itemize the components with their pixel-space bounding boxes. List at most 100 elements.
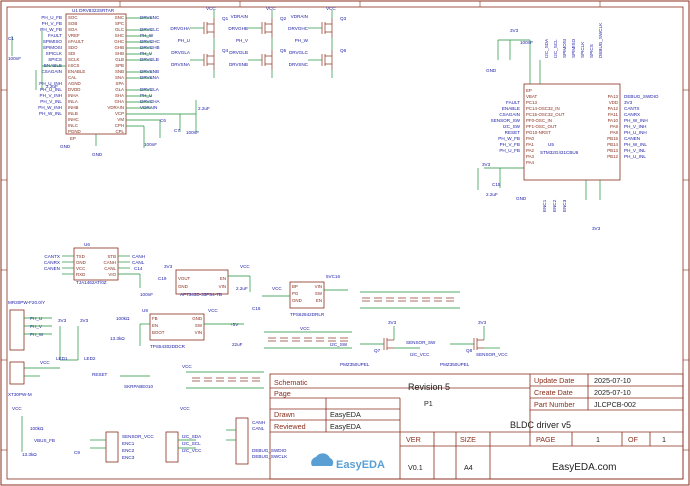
u8-res2: 13.3kΩ: [110, 336, 125, 341]
gate-net-label: DRVGHB: [228, 26, 248, 31]
debug-header: [235, 417, 249, 465]
gate-net-label: DRVGLC: [289, 50, 309, 55]
vcc-conn: VCC: [40, 360, 50, 365]
u5-c15-val: 2.2uF: [486, 192, 498, 197]
u5-net-label: PH_U_FB: [499, 148, 520, 153]
mosfet-ref: Q2: [280, 16, 287, 21]
drawn-label: Drawn: [274, 410, 295, 419]
part-number-label: Part Number: [534, 400, 575, 409]
ldo-pin-label: GND: [292, 298, 302, 303]
u5-net-label: CANRX: [624, 112, 640, 117]
u5-net-label: DEBUG_SWCLK: [598, 22, 603, 58]
can-net-label: CANEN: [44, 266, 60, 271]
u5-3v3-left: 3V3: [482, 162, 491, 167]
u1-pin-label: PGND: [68, 129, 81, 134]
c7-value: 100nF: [186, 130, 199, 135]
u5-pin-label: VDD: [609, 100, 618, 105]
i2c-net-label: I2C_SCL: [182, 441, 201, 446]
u1-pin-label: SHA: [115, 93, 124, 98]
u5-pin-label: PB14: [607, 142, 618, 147]
gate-net-label: DRVSNB: [229, 62, 248, 67]
u1-net-label: VDRAIN: [140, 105, 157, 110]
u5-net-label: PH_U_INL: [624, 154, 646, 159]
u5-net-label: SPICLK: [580, 41, 585, 58]
ldo-pin-label: EN: [316, 298, 322, 303]
u5-net-label: I2C_SCL: [553, 39, 558, 58]
page-num-label: PAGE: [536, 435, 556, 444]
phw-label: PH_W: [30, 332, 44, 337]
i2c-header: [165, 431, 179, 463]
u6-body: [73, 247, 119, 281]
vcc-vbus: VCC: [12, 406, 22, 411]
cap-bank-1: [362, 297, 454, 302]
u1-pin-label: DVDD: [68, 87, 80, 92]
u5-3v3-top: 3V3: [510, 28, 519, 33]
u1-net-label: DRVGHA: [140, 99, 161, 104]
create-date: 2025-07-10: [594, 388, 631, 397]
ldo-vcc: VCC: [272, 286, 282, 291]
u1-pin-label: GHB: [114, 45, 124, 50]
revision-text: Revision 5: [408, 382, 450, 392]
c19-ref: C19: [158, 276, 167, 281]
u1-pin-label: INLB: [68, 111, 78, 116]
u5-pin-label: PF0-OSC_IN: [526, 118, 552, 123]
u7-pin-label: VOUT: [178, 276, 191, 281]
of-label: OF: [628, 435, 639, 444]
u1-pin-label: ENABLE: [68, 69, 85, 74]
switch-net-label: SENSOR_VCC: [476, 352, 508, 357]
u1-pin-label: GLC: [115, 27, 124, 32]
u1-pin-label: SOA: [68, 27, 77, 32]
u1-pin-label: SNC: [115, 15, 124, 20]
u1-pin-label: SNB: [115, 69, 124, 74]
u5-net-label: DEBUG_SWDIO: [624, 94, 659, 99]
u5-net-label: CSAGAIN: [499, 112, 520, 117]
u1-pin-label: SPC: [115, 21, 124, 26]
can-net-label: CANL: [132, 260, 145, 265]
q8-part: PMZ350UPEL: [440, 362, 470, 367]
ldo-5vc: 5VC16: [326, 274, 340, 279]
size-label: SIZE: [460, 435, 476, 444]
page-label: Page: [274, 389, 291, 398]
gate-net-label: VDRAIN: [291, 14, 308, 19]
switch-net-label: SENSOR_SW: [406, 340, 436, 345]
u1-net-label: PH_W: [140, 33, 154, 38]
u1-net-label: PH_W_FB: [40, 27, 62, 32]
page-num: 1: [596, 435, 600, 444]
u1-net-label: PH_U_INH: [39, 81, 62, 86]
c-cal-value: 2.2uF: [46, 84, 58, 89]
sensor-header: [105, 431, 119, 463]
vbus-res2: 13.3kΩ: [22, 452, 37, 457]
u5-pin-label: PB13: [607, 148, 618, 153]
u5-right-nets: DEBUG_SWDIO3V3CANTXCANRXPH_W_INHPH_V_INH…: [624, 94, 659, 159]
reviewed-value: EasyEDA: [330, 422, 361, 431]
update-date-label: Update Date: [534, 376, 574, 385]
c1-value: 100nF: [8, 56, 21, 61]
u1-pin-label: CAL: [68, 75, 77, 80]
u1-pin-label: CPL: [115, 129, 124, 134]
u1-pin-label: VCP: [115, 111, 124, 116]
ver-label: VER: [406, 435, 421, 444]
vcc-label-q2: VCC: [266, 6, 276, 11]
u1-pin-label: nSCS: [68, 63, 80, 68]
u8-pin-label: GND: [192, 316, 202, 321]
u5-net-label: SPIMOSI: [562, 39, 567, 58]
u5-net-label: 3V3: [624, 100, 633, 105]
u1-net-label: PH_V_FB: [42, 21, 62, 26]
u8-res: 100kΩ: [116, 316, 130, 321]
switch-net-label: I2C_VCC: [410, 352, 430, 357]
i2c-net-label: I2C_VCC: [182, 448, 202, 453]
u5-pin-label: PA10: [608, 118, 619, 123]
u1-gnd-label: GND: [60, 144, 71, 149]
u5-gnd-top: GND: [486, 68, 497, 73]
u5-pin-label: PA12: [608, 106, 619, 111]
u8-body: [149, 313, 205, 341]
u1-net-label: PH_U: [140, 93, 152, 98]
u5-net-label: PH_U_INH: [624, 130, 647, 135]
u5-net-label: I2C_SDA: [544, 38, 549, 58]
